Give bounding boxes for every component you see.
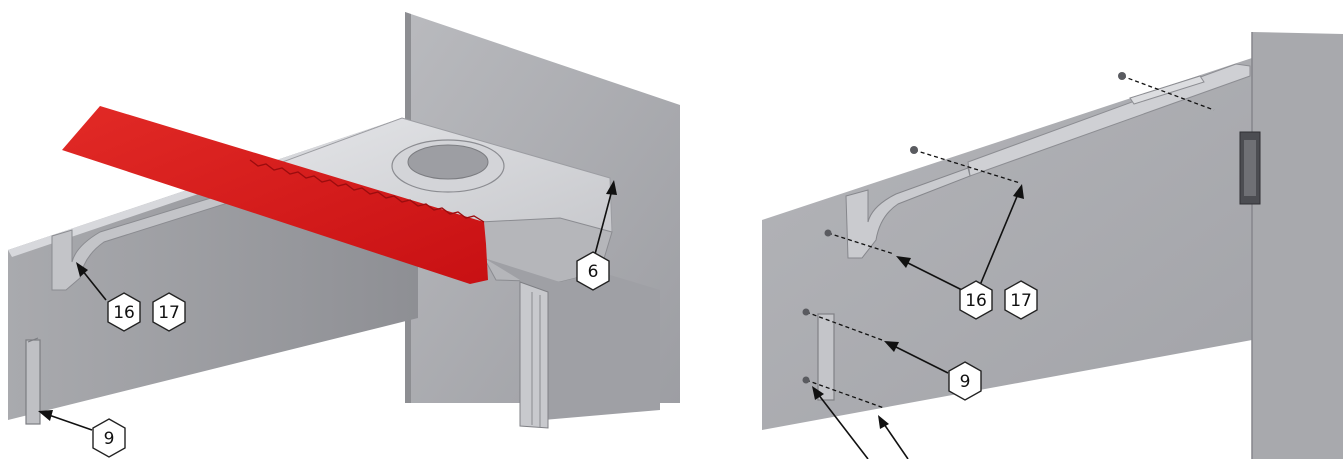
callout-16-right-label: 16	[965, 291, 987, 311]
callout-6: 6	[576, 251, 610, 291]
callout-9-right-label: 9	[960, 372, 971, 392]
callout-16-right: 16	[959, 280, 993, 320]
flue-opening	[407, 144, 489, 180]
callout-16-left: 16	[107, 292, 141, 332]
screw	[802, 308, 810, 316]
arrow-9-right	[893, 345, 949, 374]
arrow-6	[593, 189, 613, 259]
red-baffle	[62, 106, 488, 284]
arrow-16-right	[905, 261, 969, 294]
screw	[1118, 72, 1126, 80]
left-view: 6 16 17 9	[8, 12, 680, 458]
arrow-slot-lower-b	[883, 423, 909, 459]
red-baffle-teeth	[249, 159, 485, 223]
front-channel	[519, 281, 549, 429]
callout-17-right: 17	[1004, 280, 1038, 320]
callout-9-right: 9	[948, 361, 982, 401]
callout-17-left: 17	[152, 292, 186, 332]
callout-17-left-label: 17	[158, 303, 180, 323]
screw	[824, 229, 832, 237]
right-wall	[762, 58, 1252, 430]
callout-17-right-label: 17	[1010, 291, 1032, 311]
arrow-9-left	[45, 413, 93, 431]
callout-16-left-label: 16	[113, 303, 135, 323]
slot-right	[817, 313, 835, 401]
callout-6-label: 6	[588, 262, 599, 282]
screws	[802, 72, 1126, 384]
screw	[802, 376, 810, 384]
arrow-16-17-left	[81, 269, 107, 301]
screw-lines	[805, 75, 1215, 409]
right-side-panel	[1252, 32, 1343, 459]
arrow-17-right	[977, 193, 1019, 291]
callout-9-left-label: 9	[104, 429, 115, 449]
callout-9-left: 9	[92, 418, 126, 458]
right-view: 16 17 9	[762, 32, 1343, 459]
bracket-right	[845, 167, 971, 259]
screw	[910, 146, 918, 154]
slot-left	[25, 339, 41, 425]
arrow-slot-lower-a	[817, 393, 869, 459]
